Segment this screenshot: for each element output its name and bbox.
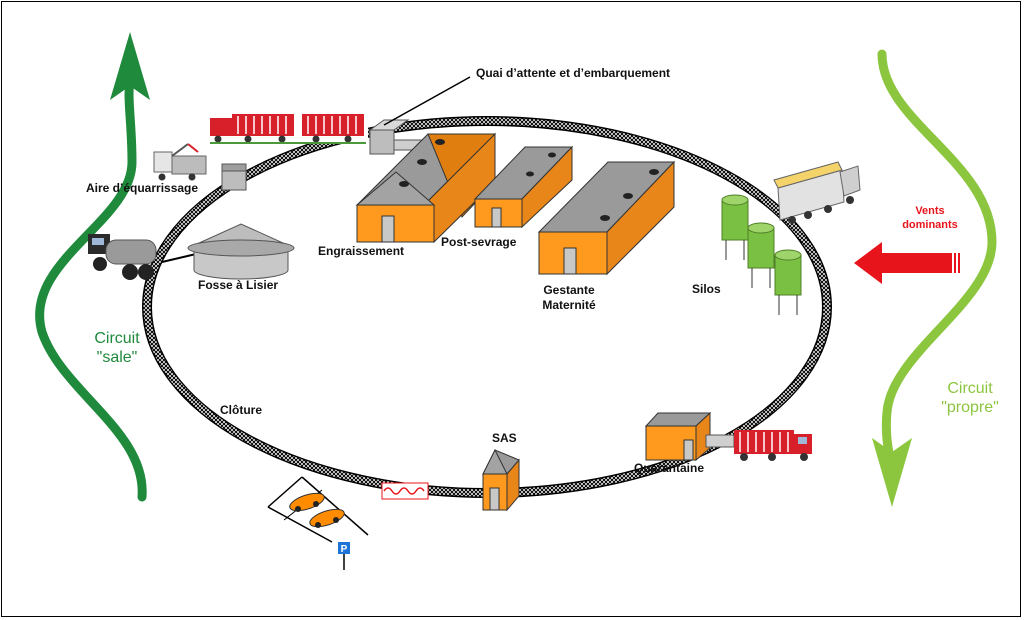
parking-sign-icon bbox=[338, 542, 350, 554]
label-circuit-propre: Circuit bbox=[947, 380, 993, 397]
building-quarantaine bbox=[644, 411, 735, 462]
dirty-circuit-arrow bbox=[35, 32, 150, 502]
label-sale: "sale" bbox=[97, 349, 138, 366]
slurry-pipe bbox=[161, 253, 197, 263]
silo bbox=[747, 222, 775, 288]
building-sas bbox=[482, 448, 520, 512]
quai-pointer-line bbox=[383, 76, 471, 126]
label-engraissement: Engraissement bbox=[318, 244, 404, 258]
crane-truck bbox=[153, 143, 207, 181]
label-post-sevrage: Post-sevrage bbox=[441, 235, 517, 249]
label-quarantaine: Quarantaine bbox=[634, 461, 704, 475]
parking-sign-label: P bbox=[341, 544, 348, 555]
wind-arrow bbox=[854, 242, 960, 284]
silo bbox=[774, 249, 802, 315]
rendering-shed bbox=[221, 163, 247, 191]
livestock-truck-quarantine bbox=[734, 430, 812, 461]
building-post-sevrage bbox=[473, 145, 574, 229]
livestock-truck-top bbox=[208, 110, 368, 144]
feed-tanker-truck bbox=[773, 161, 861, 224]
silos bbox=[721, 194, 802, 315]
loading-dock bbox=[368, 119, 429, 155]
label-circuit-sale: Circuit bbox=[94, 330, 140, 347]
fence-gate bbox=[381, 482, 429, 500]
label-dominants: dominants bbox=[902, 219, 958, 231]
label-quai: Quai d’attente et d’embarquement bbox=[476, 66, 670, 80]
slurry-tanker bbox=[88, 234, 157, 280]
label-gestante: Gestante bbox=[543, 283, 595, 297]
parking-area: P bbox=[267, 476, 369, 570]
car bbox=[289, 492, 325, 512]
label-fosse: Fosse à Lisier bbox=[198, 278, 278, 292]
label-silos: Silos bbox=[692, 282, 721, 296]
car bbox=[309, 508, 345, 528]
slurry-pit bbox=[187, 223, 295, 280]
label-vents: Vents bbox=[915, 205, 944, 217]
building-gestante-maternite bbox=[537, 160, 676, 276]
label-maternite: Maternité bbox=[542, 298, 596, 312]
silo bbox=[721, 194, 749, 260]
label-cloture: Clôture bbox=[220, 403, 262, 417]
label-propre: "propre" bbox=[941, 399, 999, 416]
clean-circuit-arrow bbox=[872, 49, 997, 507]
label-equarrissage: Aire d’équarrissage bbox=[86, 181, 198, 195]
label-sas: SAS bbox=[492, 431, 517, 445]
